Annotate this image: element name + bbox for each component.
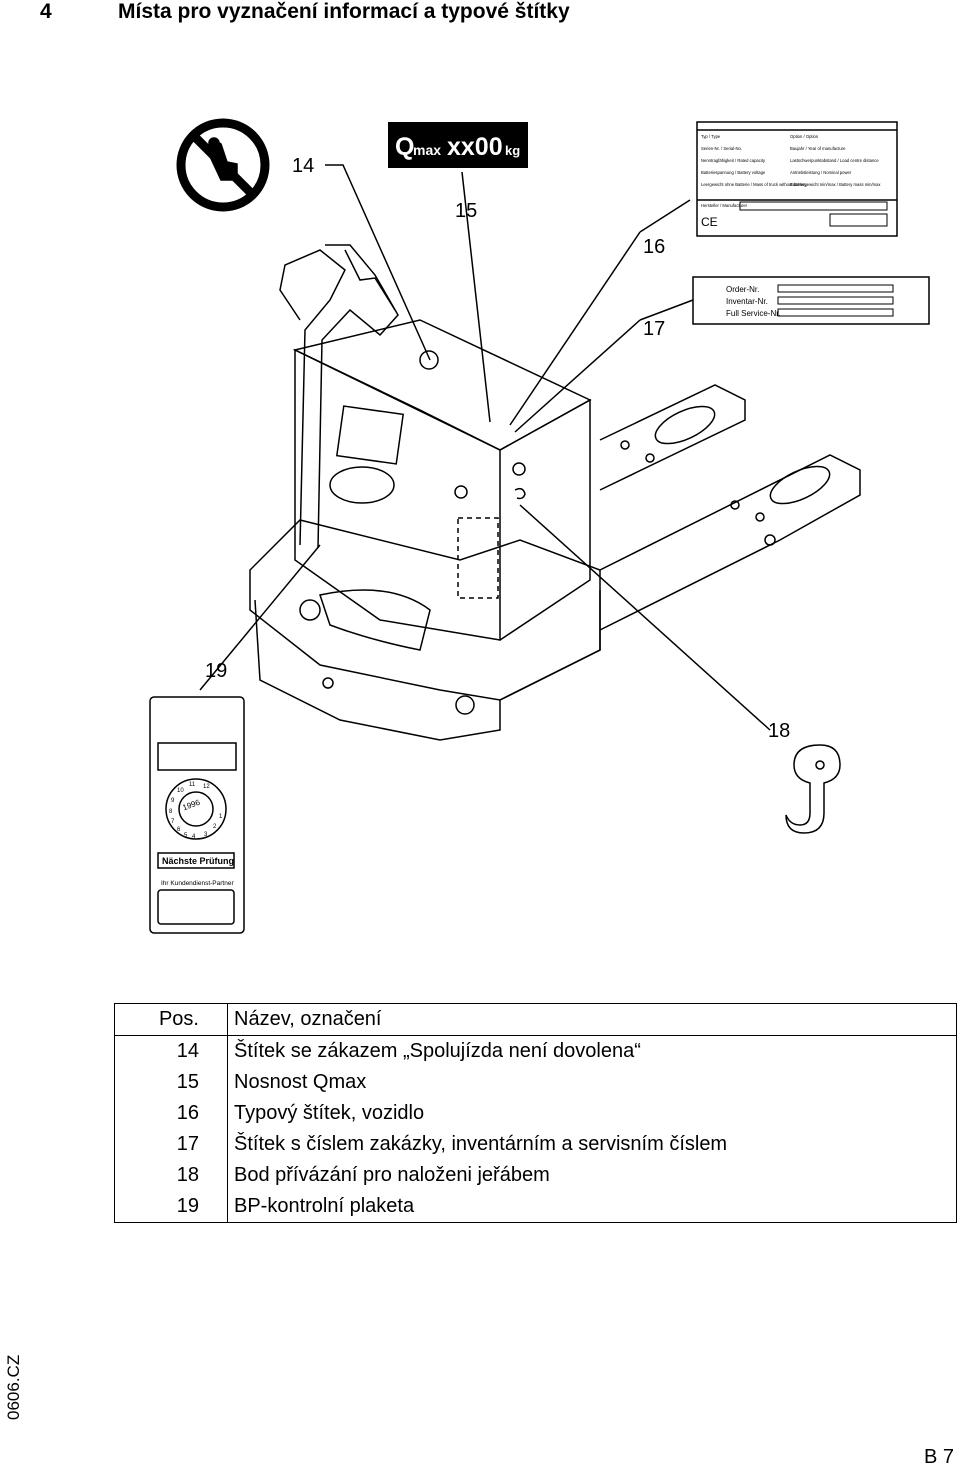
header-pos: Pos. bbox=[114, 1003, 228, 1036]
table-row: 18 Bod přívázání pro naloženi jeřábem bbox=[114, 1160, 957, 1191]
type-plate-right-1: Baujahr / Year of manufacture bbox=[790, 146, 846, 151]
table-header-row: Pos. Název, označení bbox=[114, 1003, 957, 1036]
no-riding-sign bbox=[176, 118, 270, 212]
qmax-label bbox=[388, 122, 528, 168]
row-pos: 16 bbox=[114, 1098, 228, 1129]
inspection-partner: Ihr Kundendienst-Partner bbox=[161, 880, 234, 887]
callout-18: 18 bbox=[768, 720, 791, 742]
inspection-month-1: 1 bbox=[219, 814, 223, 820]
order-plate bbox=[692, 276, 930, 325]
row-name: Bod přívázání pro naloženi jeřábem bbox=[227, 1160, 957, 1191]
table-row: 14 Štítek se zákazem „Spolujízda není do… bbox=[114, 1035, 957, 1067]
type-plate-left-4: Leergewicht ohne Batterie / Mass of truc… bbox=[701, 182, 807, 187]
type-plate-left-3: Batteriespannung / Battery voltage bbox=[701, 170, 766, 175]
table-row: 16 Typový štítek, vozidlo bbox=[114, 1098, 957, 1129]
callout-15: 15 bbox=[455, 200, 478, 222]
inspection-month-5: 5 bbox=[184, 833, 188, 839]
inspection-month-12: 12 bbox=[203, 784, 210, 790]
row-name: Typový štítek, vozidlo bbox=[227, 1098, 957, 1129]
row-name: Štítek s číslem zakázky, inventárním a s… bbox=[227, 1129, 957, 1160]
page-number: B 7 bbox=[923, 1446, 954, 1468]
table-row: 15 Nosnost Qmax bbox=[114, 1067, 957, 1098]
inspection-next: Nächste Prüfung bbox=[162, 856, 234, 866]
order-plate-line-0: Order-Nr. bbox=[726, 285, 759, 294]
type-plate bbox=[696, 121, 898, 237]
callout-19: 19 bbox=[205, 660, 228, 682]
type-plate-left-1: Serien-Nr. / Serial-No. bbox=[701, 146, 742, 151]
order-plate-line-2: Full Service-Nr. bbox=[726, 309, 781, 318]
row-pos: 18 bbox=[114, 1160, 228, 1191]
section-title: Místa pro vyznačení informací a typové š… bbox=[118, 0, 570, 23]
qmax-value: xx00 bbox=[447, 133, 503, 161]
section-heading: 4 Místa pro vyznačení informací a typové … bbox=[40, 0, 570, 24]
qmax-q: Q bbox=[395, 133, 414, 161]
order-plate-line-1: Inventar-Nr. bbox=[726, 297, 768, 306]
position-table: Pos. Název, označení 14 Štítek se zákaze… bbox=[114, 1003, 957, 1223]
header-name: Název, označení bbox=[227, 1003, 957, 1036]
row-name: Nosnost Qmax bbox=[227, 1067, 957, 1098]
qmax-max: max bbox=[413, 142, 441, 158]
type-plate-left-0: Typ / Type bbox=[701, 134, 721, 139]
crane-hook bbox=[785, 744, 841, 834]
type-plate-right-4: Batteriegewicht min/max / Battery mass m… bbox=[790, 182, 881, 187]
callout-14: 14 bbox=[292, 155, 315, 177]
table-row: 17 Štítek s číslem zakázky, inventárním … bbox=[114, 1129, 957, 1160]
inspection-month-11: 11 bbox=[189, 782, 196, 788]
inspection-month-2: 2 bbox=[213, 824, 217, 830]
ce-mark: CE bbox=[701, 215, 718, 229]
inspection-month-10: 10 bbox=[177, 788, 184, 794]
type-plate-right-0: Option / Option bbox=[790, 134, 819, 139]
row-name: BP-kontrolní plaketa bbox=[227, 1191, 957, 1223]
type-plate-right-2: Lastschwerpunktabstand / Load centre dis… bbox=[790, 158, 879, 163]
qmax-unit: kg bbox=[505, 143, 520, 158]
inspection-month-4: 4 bbox=[192, 834, 196, 840]
row-pos: 15 bbox=[114, 1067, 228, 1098]
callout-17: 17 bbox=[643, 318, 666, 340]
inspection-month-8: 8 bbox=[169, 809, 173, 815]
inspection-month-3: 3 bbox=[204, 832, 208, 838]
document-code: 0606.CZ bbox=[4, 1354, 23, 1420]
row-pos: 17 bbox=[114, 1129, 228, 1160]
section-number: 4 bbox=[40, 0, 52, 23]
inspection-month-9: 9 bbox=[171, 798, 175, 804]
callout-16: 16 bbox=[643, 236, 666, 258]
truck-illustration: Q max xx00 kg Typ / Type Serien-Nr. / Se… bbox=[149, 118, 930, 934]
type-plate-right-3: Antriebsleistung / Nominal power bbox=[790, 170, 852, 175]
row-pos: 14 bbox=[114, 1035, 228, 1067]
type-plate-left-2: Nenntragfähigkeit / Rated capacity bbox=[701, 158, 766, 163]
inspection-plaque bbox=[149, 696, 245, 934]
row-name: Štítek se zákazem „Spolujízda není dovol… bbox=[227, 1035, 957, 1067]
row-pos: 19 bbox=[114, 1191, 228, 1223]
inspection-month-6: 6 bbox=[177, 827, 181, 833]
inspection-year: 1996 bbox=[181, 798, 201, 813]
type-plate-manufacturer: Hersteller / Manufacturer bbox=[701, 203, 748, 208]
inspection-month-7: 7 bbox=[171, 819, 175, 825]
table-row: 19 BP-kontrolní plaketa bbox=[114, 1191, 957, 1223]
pallet-truck bbox=[249, 244, 861, 741]
